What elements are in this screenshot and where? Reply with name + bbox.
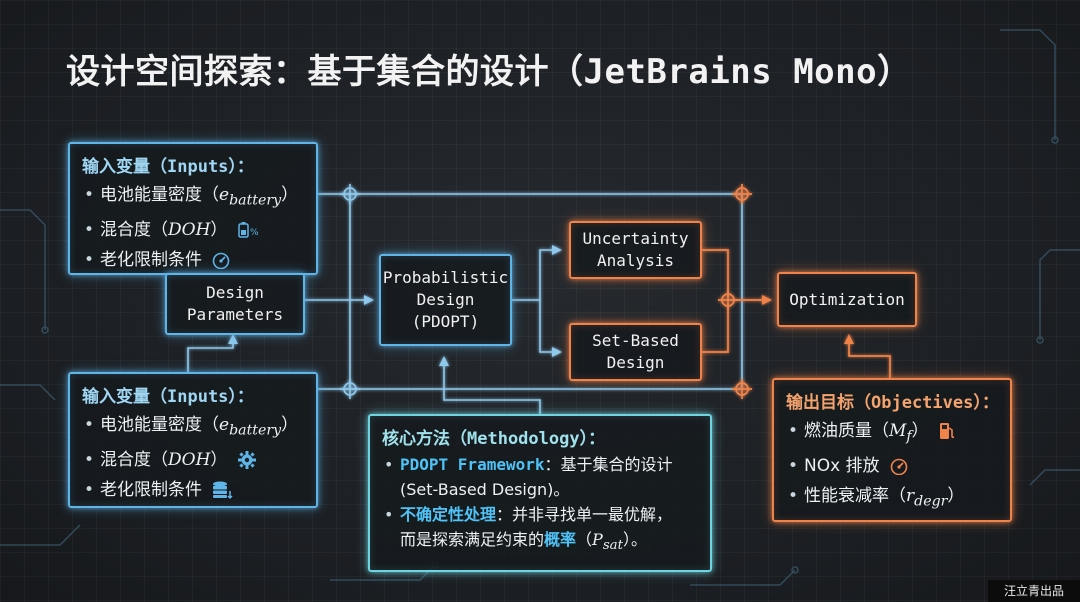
methodology-heading: 核心方法（Methodology）： xyxy=(382,429,606,449)
gear-icon xyxy=(237,451,256,470)
fuel-pump-icon xyxy=(940,423,955,439)
objective-item-fuel-mass: 燃油质量（Mf） xyxy=(786,416,998,451)
input-item-doh: 混合度（DOH） xyxy=(82,445,304,475)
input-item-battery-density: 电池能量密度（ebattery） xyxy=(82,180,304,215)
node-design-parameters: Design Parameters xyxy=(165,273,305,335)
inputs-heading: 输入变量（Inputs）： xyxy=(82,157,254,177)
gauge-icon xyxy=(213,253,230,270)
inputs-heading: 输入变量（Inputs）： xyxy=(82,387,254,407)
methodology-panel: 核心方法（Methodology）： PDOPT Framework：基于集合的… xyxy=(368,414,712,572)
method-item-pdopt-line2: (Set-Based Design)。 xyxy=(400,480,570,499)
inputs-panel-top: 输入变量（Inputs）： 电池能量密度（ebattery） 混合度（DOH） … xyxy=(68,142,318,275)
node-set-based-design: Set-Based Design xyxy=(569,323,702,381)
input-item-aging-limit: 老化限制条件 xyxy=(82,245,304,275)
input-item-doh: 混合度（DOH） % xyxy=(82,215,304,245)
node-uncertainty-analysis: Uncertainty Analysis xyxy=(569,221,702,279)
database-icon xyxy=(213,481,233,500)
node-probabilistic-design: Probabilistic Design (PDOPT) xyxy=(379,254,512,346)
page-title: 设计空间探索：基于集合的设计（JetBrains Mono） xyxy=(66,52,912,92)
method-item-uncertainty: 不确定性处理：并非寻找单一最优解， xyxy=(382,502,698,527)
battery-percent-icon: % xyxy=(238,222,259,238)
gauge-icon xyxy=(890,459,908,476)
node-optimization: Optimization xyxy=(777,272,917,327)
svg-text:%: % xyxy=(250,228,259,238)
input-item-battery-density: 电池能量密度（ebattery） xyxy=(82,410,304,445)
input-item-aging-limit: 老化限制条件 xyxy=(82,475,304,505)
objective-item-degradation: 性能衰减率（rdegr） xyxy=(786,481,998,516)
objectives-heading: 输出目标（Objectives）： xyxy=(786,393,999,413)
method-item-pdopt: PDOPT Framework：基于集合的设计 xyxy=(382,452,698,477)
objective-item-nox: NOx 排放 xyxy=(786,451,998,481)
watermark: 汪立青出品 xyxy=(988,580,1080,602)
junction-markers xyxy=(340,184,360,399)
objectives-panel: 输出目标（Objectives）： 燃油质量（Mf） NOx 排放 性能衰减率（… xyxy=(772,378,1012,522)
inputs-panel-bottom: 输入变量（Inputs）： 电池能量密度（ebattery） 混合度（DOH） … xyxy=(68,372,318,508)
method-item-uncertainty-line2: 而是探索满足约束的概率（Psat）。 xyxy=(400,530,647,554)
